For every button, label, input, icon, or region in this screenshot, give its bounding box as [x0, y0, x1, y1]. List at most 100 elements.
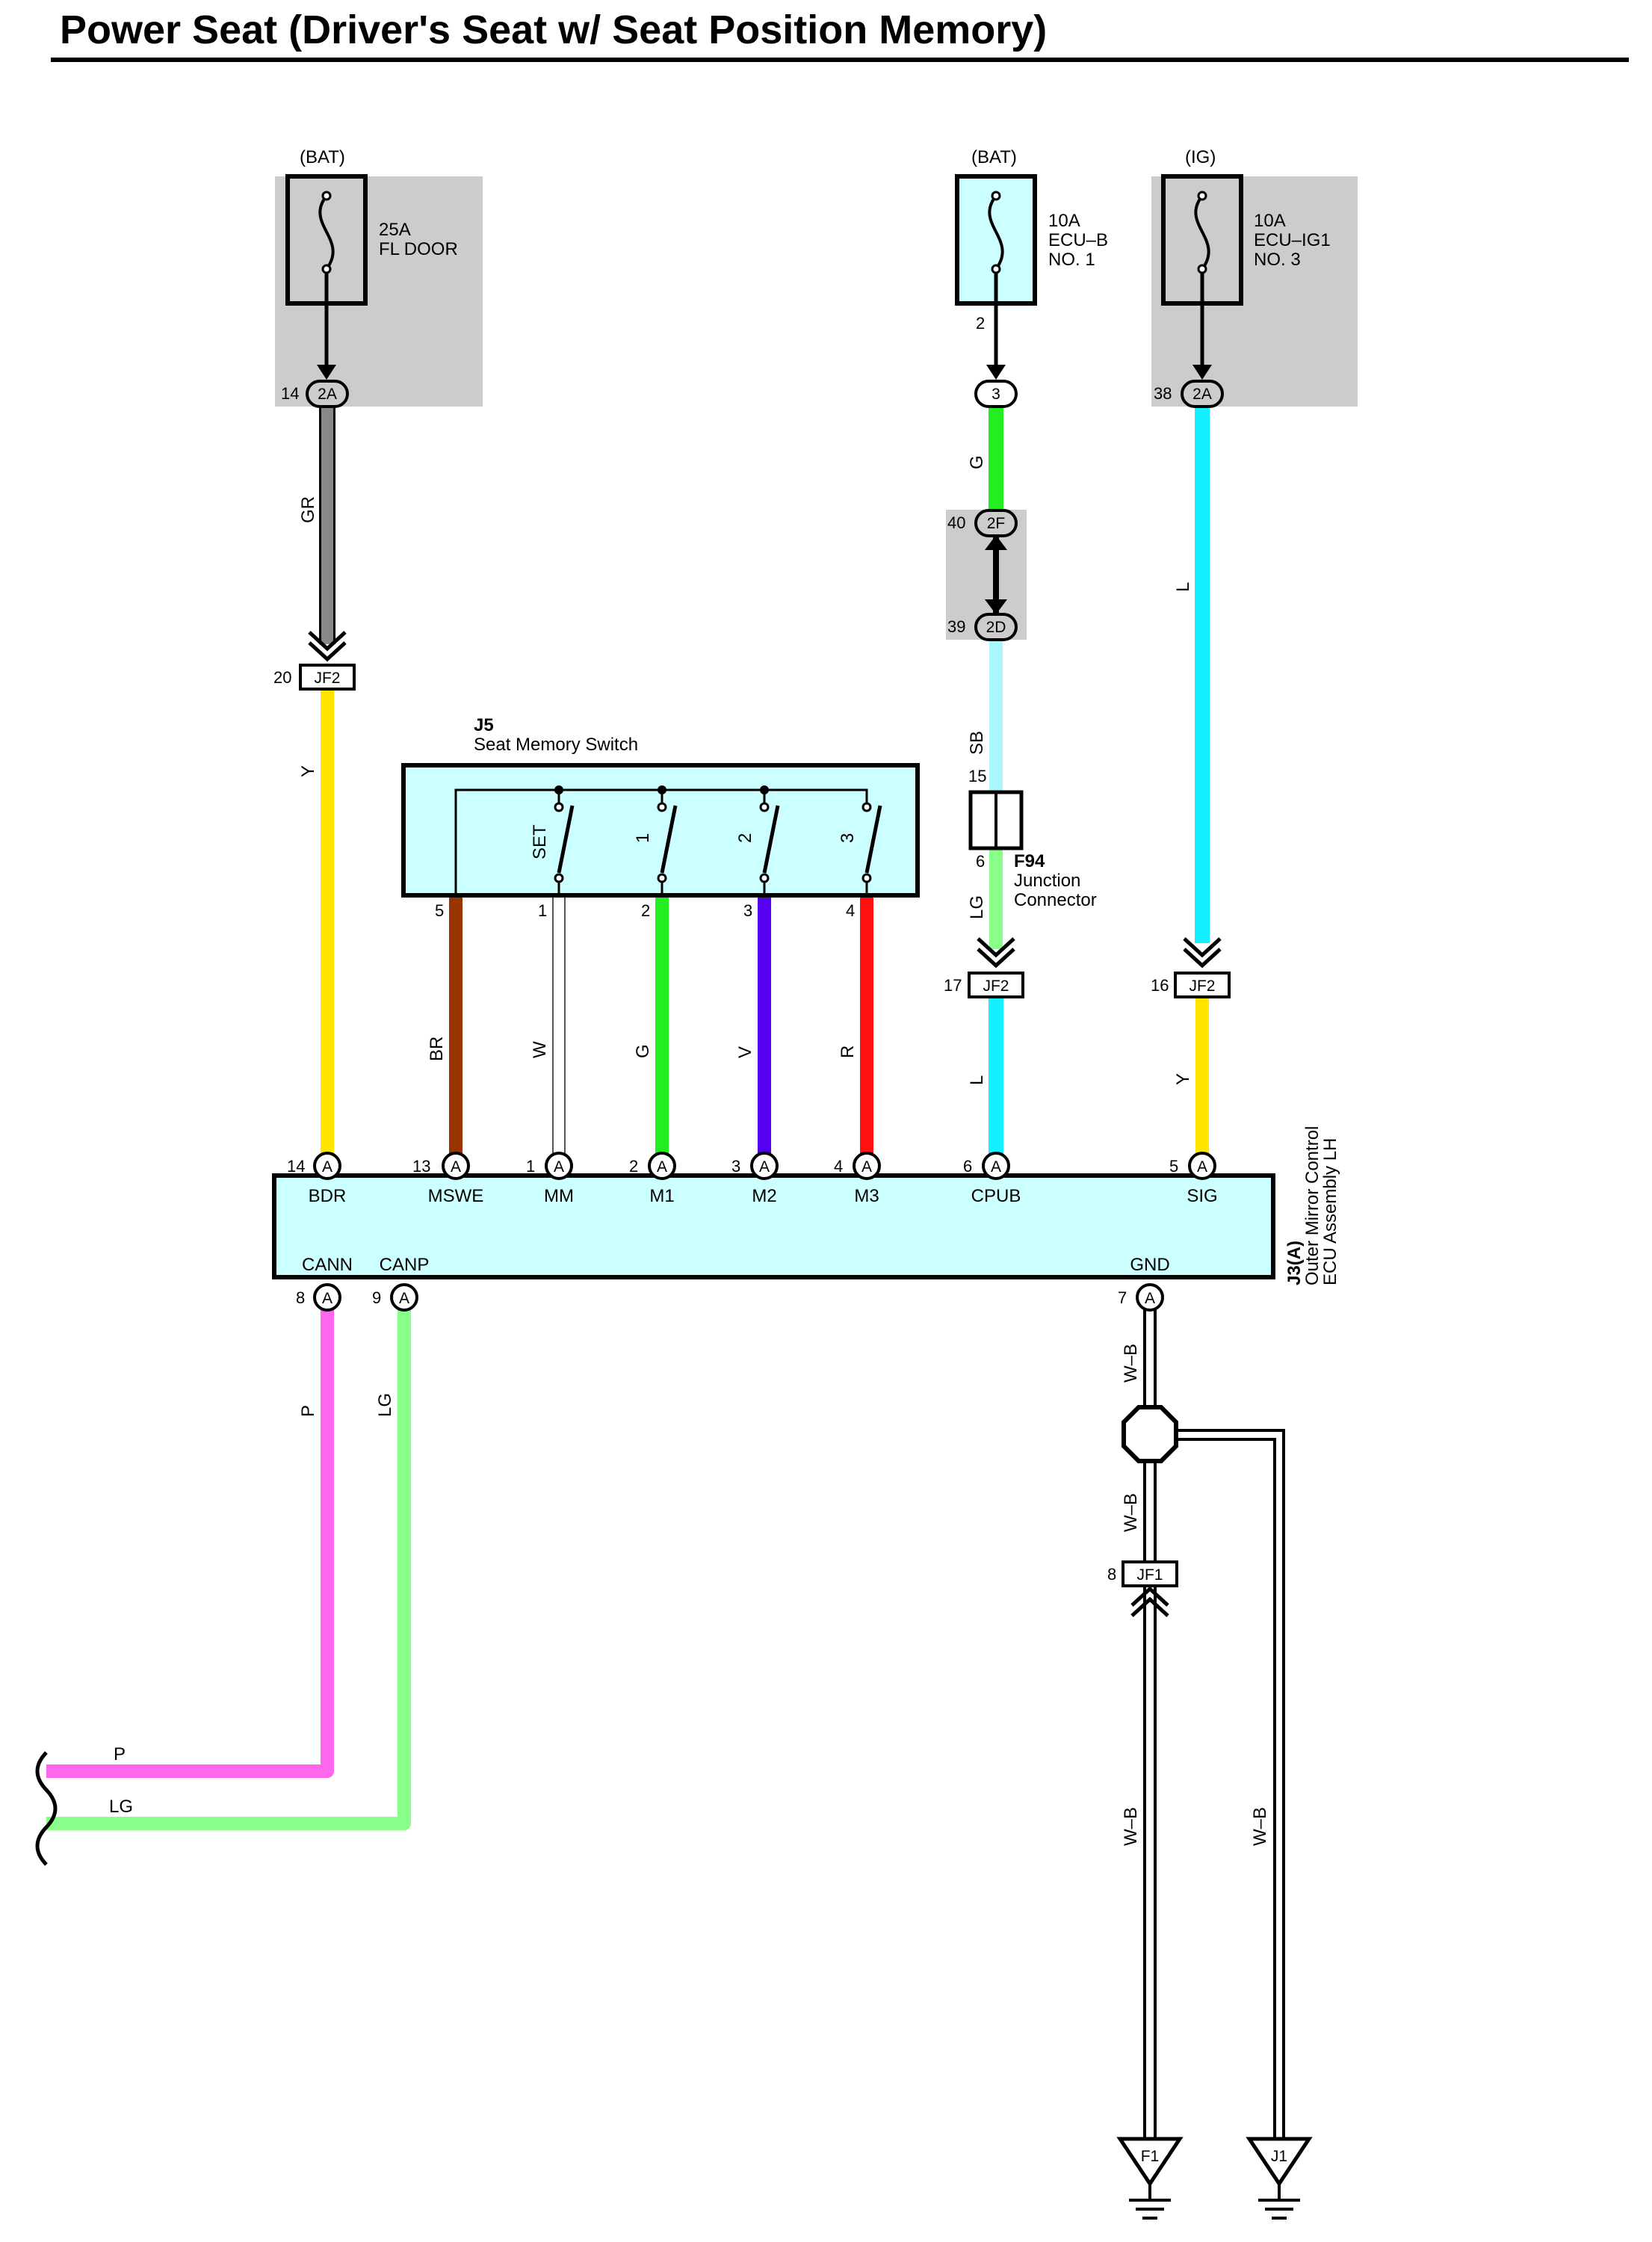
connector-2f: 2F — [974, 509, 1018, 537]
wire-code-p-end: P — [114, 1744, 126, 1764]
connector-jf2-right: JF2 — [1174, 937, 1231, 998]
switch-code: J5 — [474, 715, 494, 735]
switch-pin-5: 5 — [435, 901, 444, 920]
svg-text:M1: M1 — [649, 1186, 674, 1206]
fuse-ecu-ig1 — [1161, 174, 1243, 380]
switch-pin-2: 2 — [641, 901, 650, 920]
svg-text:A: A — [451, 1158, 461, 1176]
fuse-ecu-ig1-name2: NO. 3 — [1254, 250, 1301, 270]
svg-text:6: 6 — [963, 1157, 972, 1176]
svg-text:JF2: JF2 — [1189, 978, 1215, 995]
wire-code-lg-mid: LG — [967, 895, 987, 919]
fuse-box-fl-door-bg — [275, 176, 483, 407]
svg-text:2A: 2A — [1192, 386, 1212, 403]
pin-38-2a: 38 — [1154, 384, 1172, 403]
svg-text:A: A — [1197, 1158, 1207, 1176]
connector-2a-right: 2A — [1181, 380, 1224, 408]
svg-text:M3: M3 — [854, 1186, 879, 1206]
svg-text:A: A — [322, 1158, 332, 1176]
svg-text:7: 7 — [1118, 1288, 1127, 1307]
wire-code-lg-end: LG — [109, 1797, 133, 1817]
f94-pin-top: 15 — [968, 767, 986, 785]
pin-20-jf2: 20 — [273, 668, 291, 687]
svg-text:1: 1 — [526, 1157, 535, 1176]
fuse-ecu-b-rating: 10A — [1048, 211, 1080, 231]
ecu-name-line2: ECU Assembly LH — [1320, 1138, 1340, 1285]
switch-1 — [657, 785, 678, 895]
ecu-pin-m3: A 4 M3 — [834, 1152, 881, 1206]
svg-text:MSWE: MSWE — [428, 1186, 484, 1206]
wire-code-gr: GR — [298, 496, 318, 523]
fuse-fl-door-name: FL DOOR — [379, 239, 458, 259]
f94-line2: Connector — [1014, 890, 1097, 910]
fuse-fl-door-rating: 25A — [379, 220, 411, 240]
svg-text:A: A — [861, 1158, 872, 1176]
wire-w — [552, 895, 566, 1158]
pin-40-2f: 40 — [947, 513, 965, 532]
svg-text:3: 3 — [991, 386, 1000, 403]
switch-pin-4: 4 — [846, 901, 855, 920]
ecu-pin-cann: CANN A 8 — [296, 1255, 353, 1312]
switch-3 — [861, 802, 882, 895]
ecu-pin-mm: A 1 MM — [526, 1152, 574, 1206]
splice-point — [1122, 1405, 1178, 1463]
wire-code-g-sw: G — [633, 1044, 653, 1058]
svg-text:A: A — [1145, 1290, 1155, 1307]
wire-code-v: V — [735, 1046, 755, 1058]
svg-text:2: 2 — [629, 1157, 638, 1176]
wire-code-y-right: Y — [1173, 1073, 1193, 1085]
wire-code-r: R — [838, 1046, 858, 1058]
connector-jf1: JF1 — [1122, 1560, 1178, 1617]
switch-label-3: 3 — [838, 833, 858, 843]
pin-14-2a: 14 — [281, 384, 299, 403]
svg-text:14: 14 — [287, 1157, 305, 1176]
svg-text:MM: MM — [544, 1186, 574, 1206]
wire-code-wb-3: W–B — [1121, 1807, 1141, 1846]
fuse-fl-door — [285, 174, 368, 380]
svg-text:A: A — [554, 1158, 564, 1176]
wire-code-wb-2: W–B — [1121, 1493, 1141, 1532]
svg-text:A: A — [322, 1290, 332, 1307]
pin-16-jf2: 16 — [1151, 976, 1169, 995]
wire-code-wb-4: W–B — [1250, 1807, 1270, 1846]
wire-code-y-left: Y — [298, 765, 318, 777]
f94-code: F94 — [1014, 851, 1045, 871]
switch-2 — [759, 785, 780, 895]
fuse-ecu-ig1-rating: 10A — [1254, 211, 1286, 231]
svg-text:2D: 2D — [986, 619, 1006, 636]
ecu-pin-mswe: A 13 MSWE — [412, 1152, 484, 1206]
connector-3: 3 — [974, 380, 1018, 408]
svg-text:13: 13 — [412, 1157, 430, 1176]
switch-label-2: 2 — [735, 833, 755, 843]
svg-text:3: 3 — [731, 1157, 740, 1176]
fuse-ecu-b-pin: 2 — [976, 314, 985, 333]
wire-code-w: W — [530, 1041, 550, 1058]
pin-39-2d: 39 — [947, 617, 965, 636]
pin-8-jf1: 8 — [1107, 1565, 1116, 1584]
wire-code-l-right: L — [1173, 582, 1193, 592]
svg-text:JF2: JF2 — [314, 670, 340, 687]
f94-pin-bottom: 6 — [976, 852, 985, 871]
switch-label-1: 1 — [633, 833, 653, 843]
ground-j1: J1 — [1246, 2137, 1313, 2220]
wire-code-lg-low: LG — [375, 1393, 395, 1417]
svg-text:A: A — [759, 1158, 770, 1176]
fuse-fl-door-source: (BAT) — [300, 147, 345, 167]
ecu-name-line1: Outer Mirror Control — [1302, 1126, 1322, 1285]
connector-jf2-left: JF2 — [299, 631, 356, 691]
ecu-pin-gnd: GND A 7 — [1118, 1255, 1170, 1312]
fuse-ecu-b-name: ECU–B — [1048, 230, 1108, 250]
svg-text:JF1: JF1 — [1136, 1566, 1163, 1584]
pin-17-jf2: 17 — [944, 976, 962, 995]
svg-text:F1: F1 — [1141, 2148, 1160, 2165]
ecu-pin-sig: A 5 SIG — [1169, 1152, 1218, 1206]
junction-connector-f94 — [968, 790, 1024, 850]
svg-text:8: 8 — [296, 1288, 305, 1307]
svg-text:CPUB: CPUB — [971, 1186, 1021, 1206]
switch-pin-3: 3 — [743, 901, 752, 920]
ecu-pin-canp: CANP A 9 — [372, 1255, 429, 1312]
svg-text:SIG: SIG — [1187, 1186, 1217, 1206]
wire-code-g-top: G — [967, 455, 987, 469]
svg-text:GND: GND — [1130, 1255, 1169, 1275]
